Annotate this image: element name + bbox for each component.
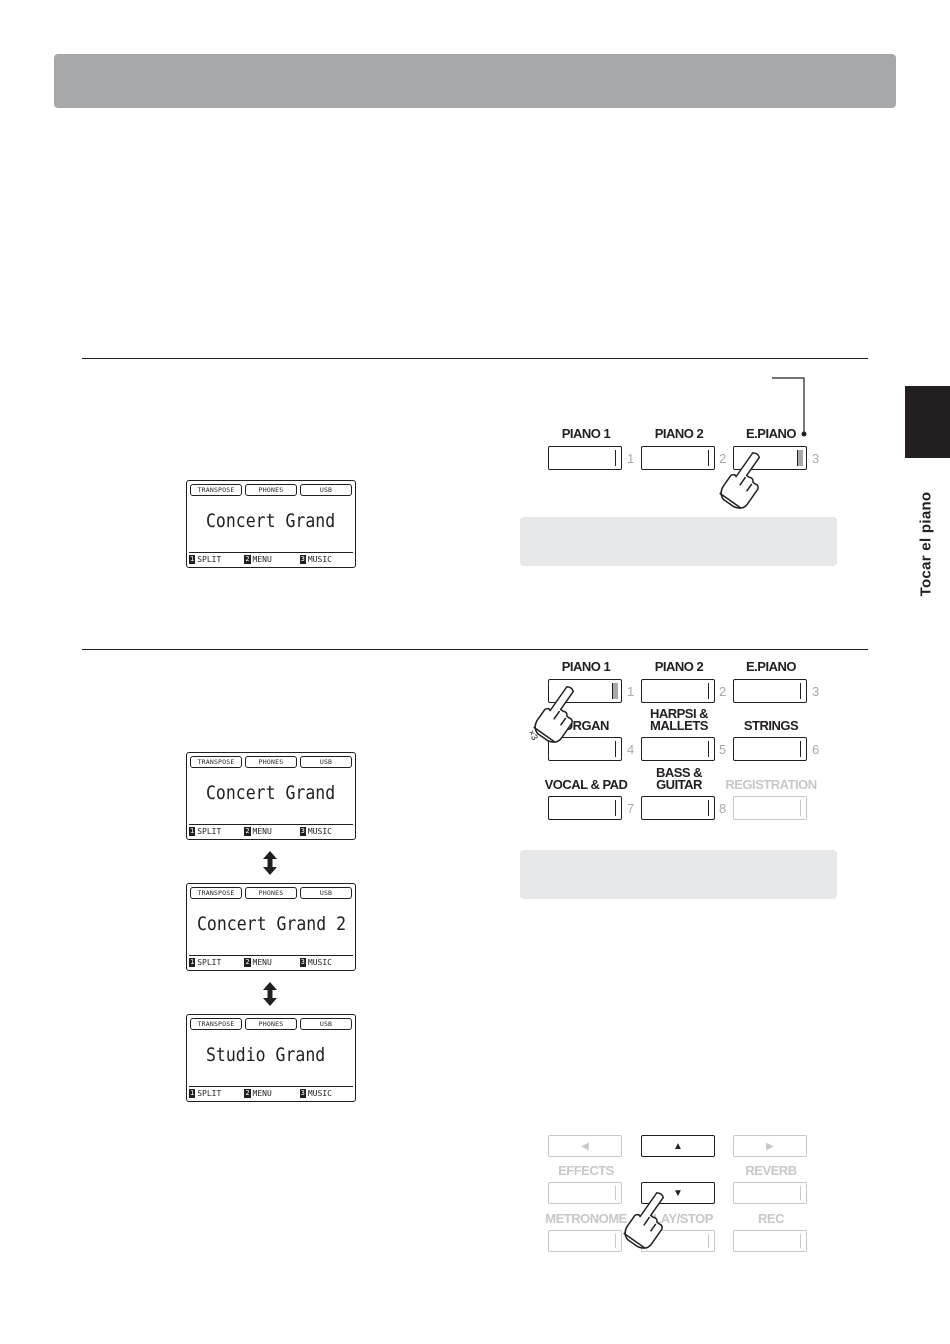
metronome-button[interactable] xyxy=(548,1230,622,1252)
button-number: 3 xyxy=(812,451,820,466)
epiano-button[interactable] xyxy=(733,679,807,703)
button-label-piano2: PIANO 2 xyxy=(654,659,704,674)
piano2-button[interactable] xyxy=(641,446,715,470)
button-label-rec: REC xyxy=(758,1211,784,1226)
note-box-2 xyxy=(520,850,837,899)
lcd-sound-name: Studio Grand xyxy=(206,1043,326,1066)
button-label-metronome: METRONOME xyxy=(545,1211,627,1226)
left-arrow-button[interactable]: ◀ xyxy=(548,1135,622,1157)
pointing-hand-icon xyxy=(533,686,575,743)
button-number: 3 xyxy=(812,684,820,699)
button-number: 4 xyxy=(627,742,635,757)
registration-button[interactable] xyxy=(733,796,807,820)
right-arrow-button[interactable]: ▶ xyxy=(733,1135,807,1157)
button-label-piano1: PIANO 1 xyxy=(561,426,611,441)
piano1-button[interactable] xyxy=(548,679,622,703)
button-number: 6 xyxy=(812,742,820,757)
button-label-harpsi-mallets: HARPSI & MALLETS xyxy=(649,706,709,733)
harpsi-mallets-button[interactable] xyxy=(641,737,715,761)
lcd-tab-usb: USB xyxy=(300,887,352,899)
bass-guitar-button[interactable] xyxy=(641,796,715,820)
side-tab xyxy=(905,386,950,458)
strings-button[interactable] xyxy=(733,737,807,761)
button-number: 2 xyxy=(719,684,727,699)
pointing-hand-icon xyxy=(623,1192,665,1249)
button-number: 5 xyxy=(719,742,727,757)
lcd-tab-usb: USB xyxy=(300,756,352,768)
lcd-tab-phones: PHONES xyxy=(245,1018,297,1030)
left-arrow-icon: ◀ xyxy=(581,1140,589,1152)
up-arrow-button[interactable]: ▲ xyxy=(641,1135,715,1157)
lcd-sound-name: Concert Grand 2 xyxy=(197,912,347,935)
double-arrow-icon xyxy=(263,982,277,1006)
lcd-tab-transpose: TRANSPOSE xyxy=(190,756,242,768)
lcd-tab-transpose: TRANSPOSE xyxy=(190,484,242,496)
button-label-epiano: E.PIANO xyxy=(746,426,796,441)
lcd-sound-name: Concert Grand xyxy=(206,781,336,804)
header-bar xyxy=(54,54,896,108)
vocal-pad-button[interactable] xyxy=(548,796,622,820)
button-number: 1 xyxy=(627,684,635,699)
button-label-piano2: PIANO 2 xyxy=(654,426,704,441)
button-label-vocal-pad: VOCAL & PAD xyxy=(544,777,628,792)
piano2-button[interactable] xyxy=(641,679,715,703)
button-label-reverb: REVERB xyxy=(745,1163,797,1178)
lcd-tab-phones: PHONES xyxy=(245,484,297,496)
button-number: 1 xyxy=(627,451,635,466)
button-label-play-stop: PLAY/STOP xyxy=(645,1211,713,1226)
button-label-organ: ORGAN xyxy=(563,718,609,733)
right-arrow-icon: ▶ xyxy=(766,1140,774,1152)
button-label-effects: EFFECTS xyxy=(558,1163,614,1178)
piano1-button[interactable] xyxy=(548,446,622,470)
double-arrow-icon xyxy=(263,851,277,875)
button-number: 8 xyxy=(719,801,727,816)
button-number: 7 xyxy=(627,801,635,816)
section-divider-1 xyxy=(82,358,868,359)
effects-button[interactable] xyxy=(548,1182,622,1204)
button-number: 2 xyxy=(719,451,727,466)
lcd-tab-transpose: TRANSPOSE xyxy=(190,1018,242,1030)
organ-button[interactable] xyxy=(548,737,622,761)
button-label-registration: REGISTRATION xyxy=(725,777,817,792)
button-label-bass-guitar: BASS & GUITAR xyxy=(655,765,703,792)
lcd-tab-phones: PHONES xyxy=(245,756,297,768)
button-label-strings: STRINGS xyxy=(743,718,799,733)
down-arrow-icon: ▼ xyxy=(673,1187,683,1199)
side-tab-label: Tocar el piano xyxy=(917,491,935,597)
section-divider-2 xyxy=(82,649,868,650)
rec-button[interactable] xyxy=(733,1230,807,1252)
pointing-hand-icon xyxy=(719,452,761,509)
lcd-tab-usb: USB xyxy=(300,1018,352,1030)
button-label-piano1: PIANO 1 xyxy=(561,659,611,674)
button-label-epiano: E.PIANO xyxy=(746,659,796,674)
lcd-tab-transpose: TRANSPOSE xyxy=(190,887,242,899)
up-arrow-icon: ▲ xyxy=(673,1140,683,1152)
lcd-tab-usb: USB xyxy=(300,484,352,496)
lcd-sound-name: Concert Grand xyxy=(206,509,336,532)
callout-line xyxy=(772,377,807,437)
note-box-1 xyxy=(520,517,837,566)
lcd-tab-phones: PHONES xyxy=(245,887,297,899)
reverb-button[interactable] xyxy=(733,1182,807,1204)
